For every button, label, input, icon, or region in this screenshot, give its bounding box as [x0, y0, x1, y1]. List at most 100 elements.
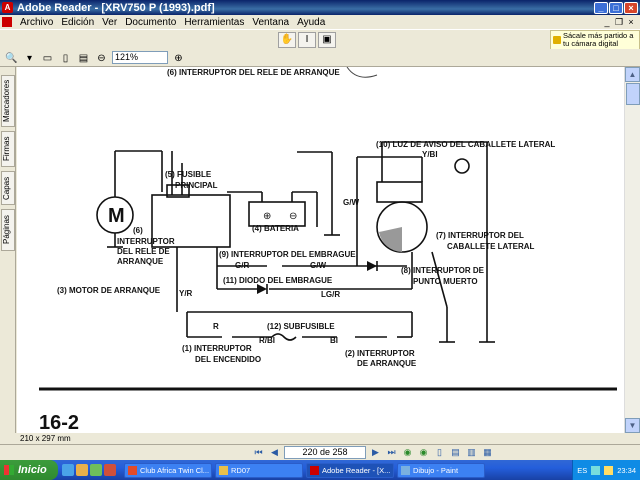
page-number-input[interactable]: 220 de 258	[284, 446, 366, 459]
menu-herramientas[interactable]: Herramientas	[184, 16, 245, 28]
taskbar: Inicio Club Africa Twin Cl... RD07 Adobe…	[0, 460, 640, 480]
system-tray: ES 23:34	[572, 460, 640, 480]
continuous-facing-icon[interactable]: ▦	[483, 447, 492, 457]
tab-capas[interactable]: Capas	[1, 171, 15, 205]
taskbar-item-paint[interactable]: Dibujo - Paint	[397, 462, 485, 478]
label-arranque-2: DE ARRANQUE	[357, 359, 417, 368]
battery-symbol	[248, 201, 306, 227]
back-icon[interactable]: ◉	[403, 447, 412, 457]
svg-text:⊕: ⊕	[263, 211, 271, 222]
label-caballete-1: (7) INTERRUPTOR DEL	[436, 231, 524, 240]
tab-paginas[interactable]: Páginas	[1, 209, 15, 251]
label-punto-muerto-2: PUNTO MUERTO	[413, 277, 478, 286]
vertical-scrollbar[interactable]: ▲ ▼	[624, 67, 640, 433]
next-page-icon[interactable]: ▶	[372, 447, 379, 457]
label-luz-aviso: (10) LUZ DE AVISO DEL CABALLETE LATERAL	[376, 140, 555, 149]
paint-icon	[401, 465, 410, 475]
maximize-button[interactable]: □	[609, 1, 623, 14]
label-diodo: (11) DIODO DEL EMBRAGUE	[223, 276, 333, 285]
taskbar-item-club-africa[interactable]: Club Africa Twin Cl...	[124, 462, 212, 478]
tab-marcadores[interactable]: Marcadores	[1, 75, 15, 127]
facing-icon[interactable]: ▥	[467, 447, 476, 457]
menu-ayuda[interactable]: Ayuda	[297, 16, 326, 28]
menu-documento[interactable]: Documento	[125, 16, 177, 28]
label-rele-1: (6)	[133, 226, 143, 235]
page-navigation-bar: ⏮ ◀ 220 de 258 ▶ ⏭ ◉ ◉ ▯ ▤ ▥ ▦	[0, 444, 640, 460]
quick-launch-media-icon[interactable]	[104, 464, 116, 476]
last-page-icon[interactable]: ⏭	[387, 447, 396, 457]
wiring-diagram: (6) INTERRUPTOR DEL RELE DE ARRANQUE (5)…	[39, 67, 617, 433]
label-subfusible: (12) SUBFUSIBLE	[267, 322, 335, 331]
minimize-button[interactable]: _	[594, 1, 608, 14]
diode-symbol	[257, 284, 267, 294]
start-label: Inicio	[18, 464, 47, 476]
doc-restore-icon[interactable]: ❐	[614, 17, 624, 27]
document-icon[interactable]	[2, 17, 12, 27]
tab-firmas[interactable]: Firmas	[1, 131, 15, 167]
single-page-icon[interactable]: ▯	[437, 447, 442, 457]
clutch-diode-symbol	[367, 261, 377, 271]
svg-text:⊖: ⊖	[289, 211, 297, 222]
previous-page-icon[interactable]: ◀	[271, 447, 278, 457]
menu-bar: Archivo Edición Ver Documento Herramient…	[0, 15, 640, 29]
window-title: Adobe Reader - [XRV750 P (1993).pdf]	[17, 1, 215, 14]
label-fusible-1: (5) FUSIBLE	[165, 170, 212, 179]
actual-size-icon[interactable]: ▭	[42, 52, 53, 64]
fit-width-icon[interactable]: ▤	[78, 52, 89, 64]
menu-ver[interactable]: Ver	[102, 16, 118, 28]
label-rele-2: INTERRUPTOR	[117, 237, 175, 246]
quick-launch-folder-icon[interactable]	[76, 464, 88, 476]
label-punto-muerto-1: (8) INTERRUPTOR DE	[401, 266, 485, 275]
menu-ventana[interactable]: Ventana	[252, 16, 290, 28]
hand-tool-icon[interactable]: ✋	[278, 32, 296, 48]
zoom-tool-icon[interactable]: 🔍	[5, 52, 18, 64]
label-rele-3: DEL RELE DE	[117, 247, 170, 256]
close-button[interactable]: ×	[624, 1, 638, 14]
starter-relay-box	[151, 194, 231, 248]
adobe-reader-icon: A	[2, 2, 13, 13]
label-g-w2: G/W	[310, 261, 326, 270]
doc-minimize-icon[interactable]: _	[604, 17, 610, 27]
scroll-down-icon[interactable]: ▼	[625, 418, 640, 433]
view-toolbar: 🔍 ▾ ▭ ▯ ▤ ⊖ 121% ⊕	[0, 49, 640, 67]
continuous-icon[interactable]: ▤	[451, 447, 460, 457]
network-icon[interactable]	[591, 465, 601, 475]
camera-icon	[553, 36, 561, 44]
label-g-r: G/R	[235, 261, 249, 270]
forward-icon[interactable]: ◉	[419, 447, 428, 457]
label-encendido-1: (1) INTERRUPTOR	[182, 344, 252, 353]
firefox-icon	[128, 465, 137, 475]
scroll-thumb[interactable]	[626, 83, 640, 105]
label-g-w: G/W	[343, 198, 359, 207]
promo-banner[interactable]: Sácale más partido a tu cámara digital	[550, 30, 640, 50]
first-page-icon[interactable]: ⏮	[254, 447, 263, 457]
label-fusible-2: PRINCIPAL	[175, 181, 218, 190]
page-number: 16-2	[39, 412, 79, 433]
zoom-input[interactable]: 121%	[112, 51, 168, 64]
fit-page-icon[interactable]: ▯	[62, 52, 69, 64]
language-indicator[interactable]: ES	[577, 465, 588, 475]
volume-icon[interactable]	[604, 465, 614, 475]
label-arranque-1: (2) INTERRUPTOR	[345, 349, 415, 358]
taskbar-item-rd07[interactable]: RD07	[215, 462, 303, 478]
chevron-down-icon[interactable]: ▾	[26, 52, 33, 64]
menu-edicion[interactable]: Edición	[61, 16, 95, 28]
doc-close-icon[interactable]: ×	[628, 17, 634, 27]
label-y-r: Y/R	[179, 289, 193, 298]
select-text-icon[interactable]: I	[298, 32, 316, 48]
quick-launch-desktop-icon[interactable]	[90, 464, 102, 476]
snapshot-icon[interactable]: ▣	[318, 32, 336, 48]
document-view[interactable]: (6) INTERRUPTOR DEL RELE DE ARRANQUE (5)…	[17, 67, 624, 433]
label-encendido-2: DEL ENCENDIDO	[195, 355, 261, 364]
warning-light-symbol	[454, 158, 470, 174]
title-bar: A Adobe Reader - [XRV750 P (1993).pdf] _…	[0, 0, 640, 15]
zoom-in-icon[interactable]: ⊕	[174, 52, 183, 64]
menu-archivo[interactable]: Archivo	[20, 16, 54, 28]
label-embrague: (9) INTERRUPTOR DEL EMBRAGUE	[219, 250, 356, 259]
label-rele-top: (6) INTERRUPTOR DEL RELE DE ARRANQUE	[167, 68, 340, 77]
quick-launch-ie-icon[interactable]	[62, 464, 74, 476]
start-button[interactable]: Inicio	[0, 460, 58, 480]
scroll-up-icon[interactable]: ▲	[625, 67, 640, 82]
taskbar-item-adobe-reader[interactable]: Adobe Reader - [X...	[306, 462, 394, 478]
zoom-out-icon[interactable]: ⊖	[97, 52, 106, 64]
